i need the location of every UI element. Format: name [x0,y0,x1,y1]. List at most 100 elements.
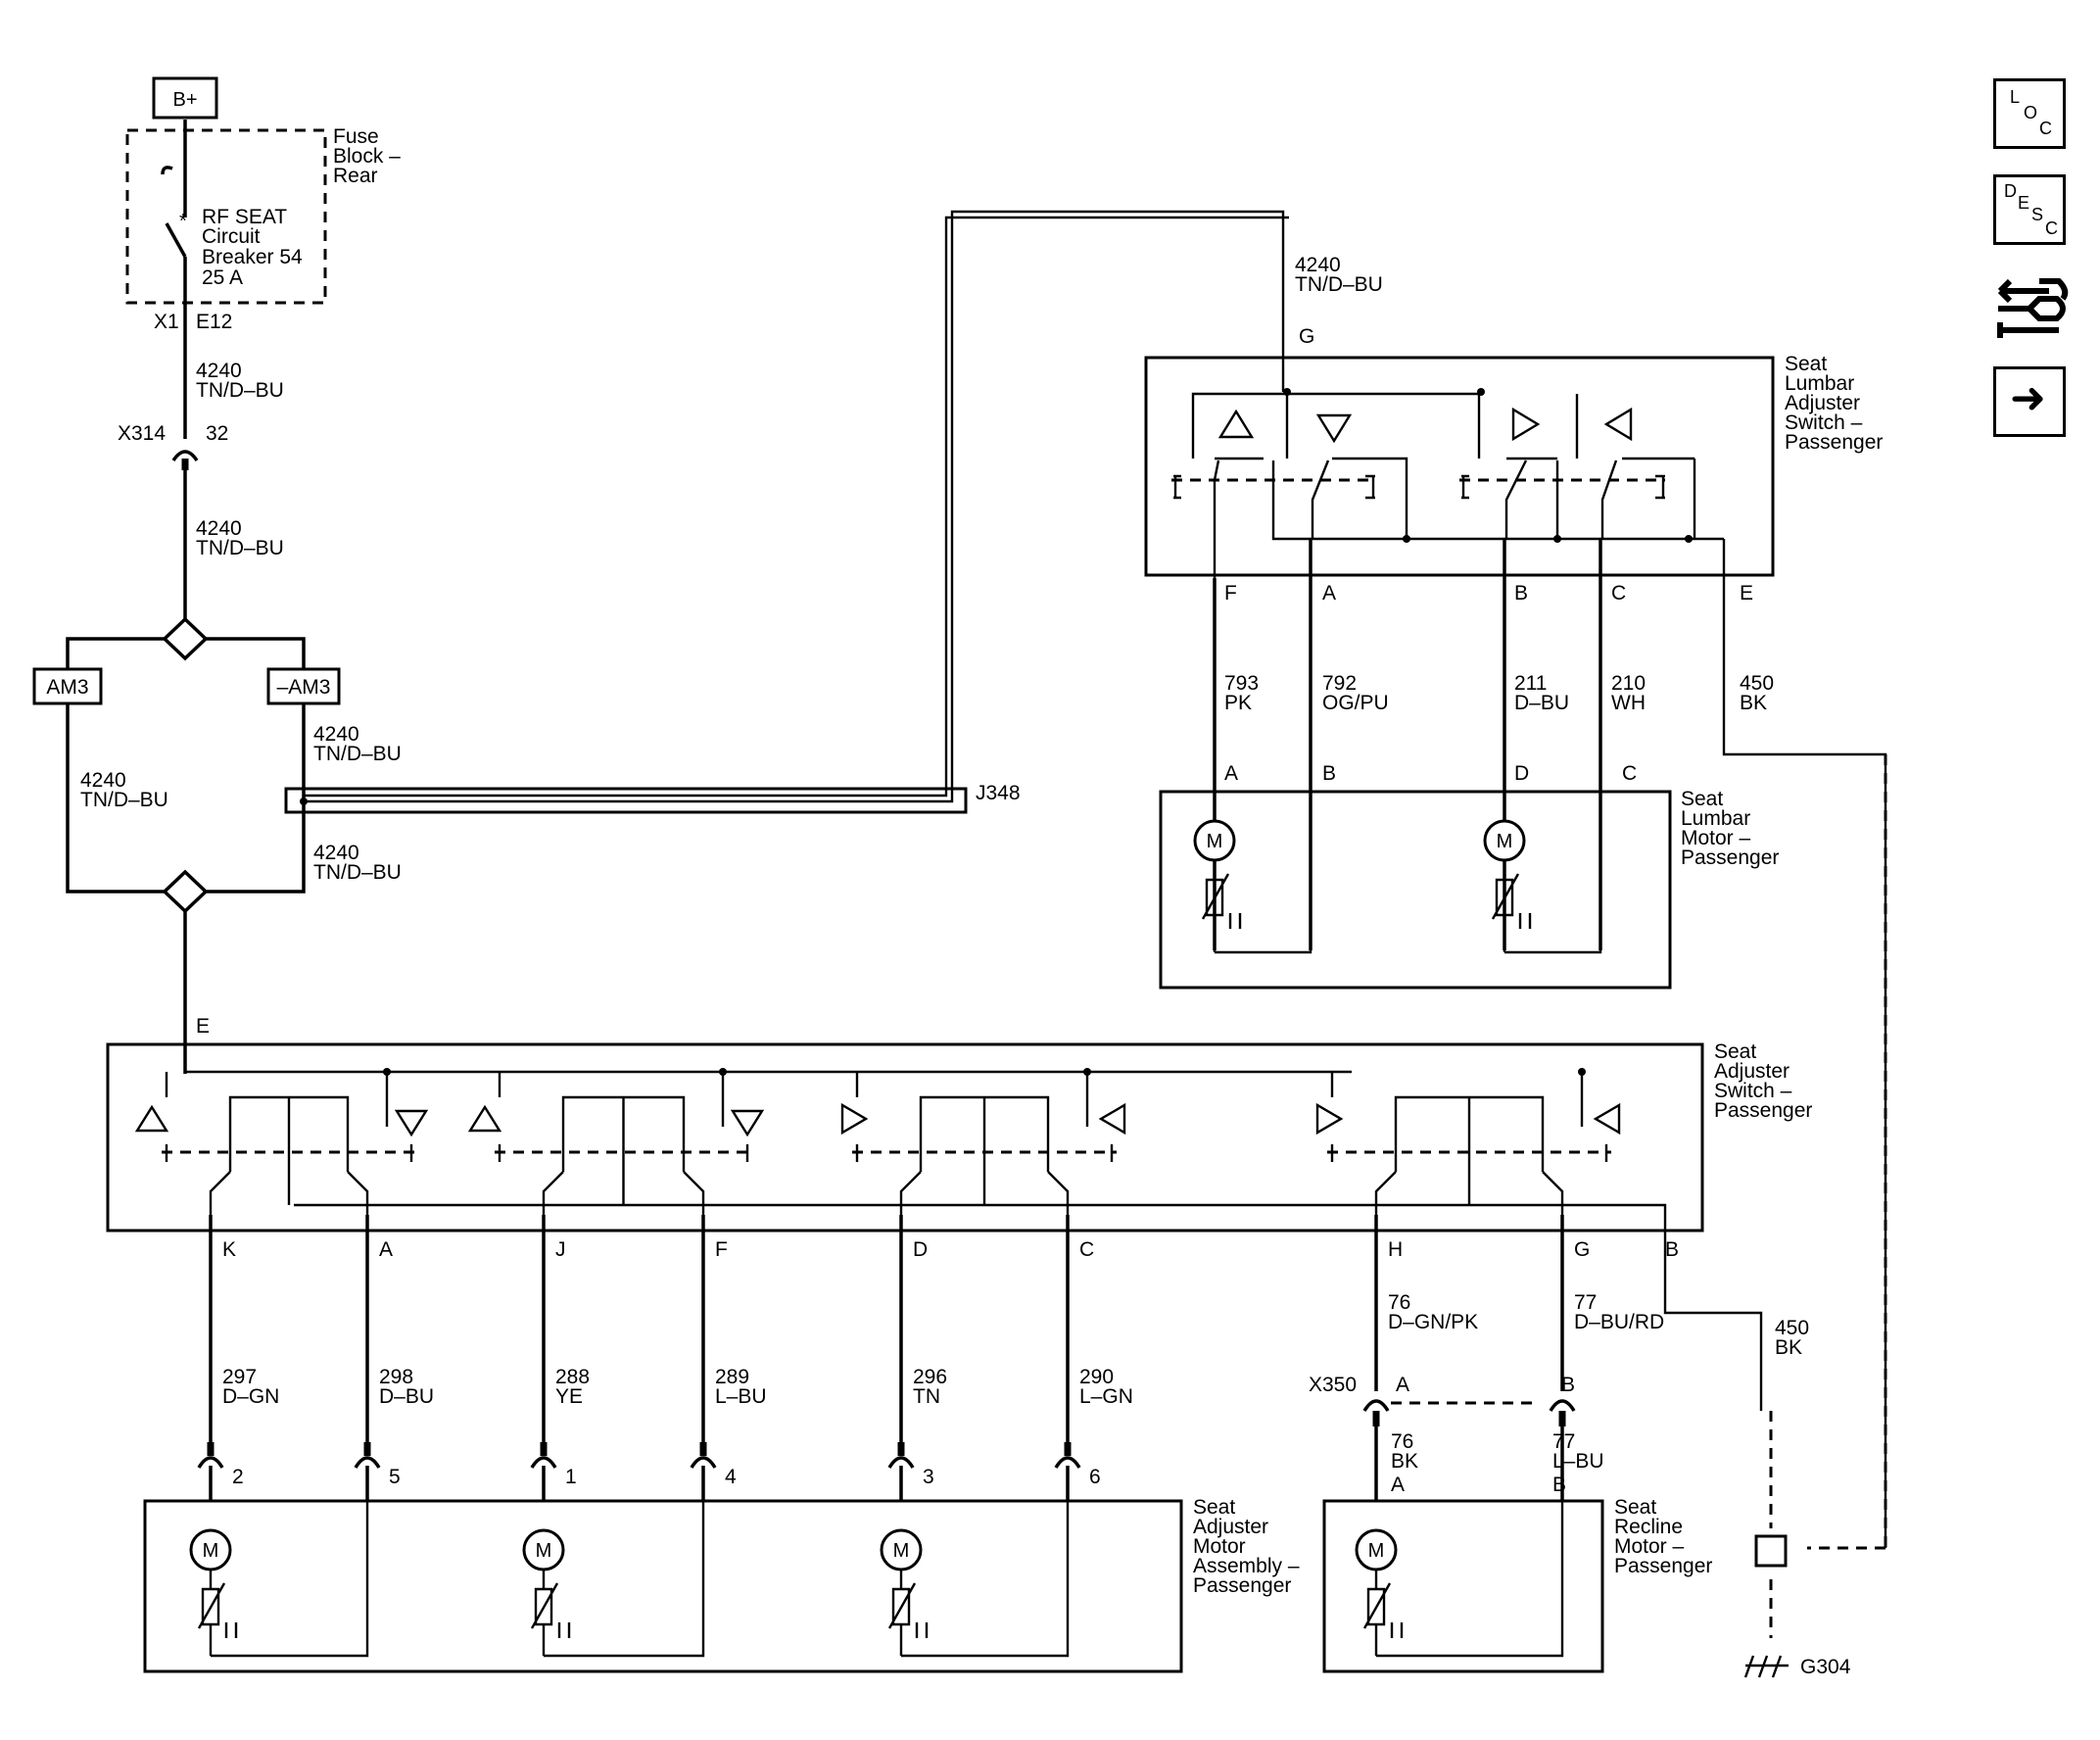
junction-j348-label: J348 [976,782,1021,804]
breaker-label-3: Breaker 54 [202,246,303,268]
connector-icon-2 [354,1456,381,1469]
seat-switch-forward-arrow-icon-4 [1315,1102,1344,1136]
bplus-box [152,76,218,120]
desc-letter-e: E [2018,193,2030,213]
location-icon[interactable]: L O C [1993,78,2066,149]
seat-motor-1: M [189,1491,369,1658]
connector-icon-6 [1054,1456,1081,1469]
wire-4240-col-1: TN/D–BU [196,379,284,402]
wire-450-col-1: BK [1740,692,1767,714]
motor-assembly-title-3: Motor [1193,1535,1246,1558]
lumbar-switch-title-4: Switch – [1785,411,1863,434]
recline-motor-title-2: Recline [1614,1516,1683,1538]
lumbar-pin-a: A [1322,582,1336,604]
motor-assembly-pin-1: 1 [565,1466,577,1488]
wire-210-col: WH [1611,692,1646,714]
bplus-label: B+ [172,89,197,111]
seat-motor-2: M [522,1491,705,1658]
wire-297-col: D–GN [222,1385,279,1408]
seat-switch-group-2 [467,1068,765,1215]
seat-switch-pin-b: B [1665,1238,1679,1261]
description-icon[interactable]: D E S C [1993,174,2066,245]
motor-assembly-pin-6: 6 [1089,1466,1101,1488]
fuse-block-label-3: Rear [333,165,378,187]
desc-letter-s: S [2031,205,2044,224]
recline-pin-a: A [1391,1474,1405,1496]
seat-switch-title-2: Adjuster [1714,1060,1790,1083]
motor-assembly-pin-5: 5 [389,1466,401,1488]
wire-450-num-2: 450 [1775,1317,1809,1339]
recline-motor-thermistor-icon [1362,1570,1392,1656]
breaker-switch-icon [165,222,187,258]
connector-icon-5 [887,1456,915,1469]
lumbar-motor-2: M [1483,782,1602,954]
connector-x314: X314 [118,422,166,445]
lumbar-down-arrow-icon [1315,413,1353,444]
am3-left-label: AM3 [46,676,88,699]
seat-motor-1-label: M [203,1540,219,1562]
loc-letter-l: L [2010,87,2021,107]
wire-210-num: 210 [1611,672,1646,695]
seat-switch-title-3: Switch – [1714,1080,1792,1102]
seat-switch-up-arrow-icon-1 [134,1104,169,1133]
recline-motor-title-4: Passenger [1614,1555,1712,1577]
fuse-block-label-1: Fuse [333,125,379,148]
lumbar-motor-title-3: Motor – [1681,827,1751,849]
lumbar-switch-title-2: Lumbar [1785,372,1854,395]
seat-motor-1-arrows-icon [224,1622,238,1638]
junction-j348 [284,787,968,814]
wire-77-col-1: D–BU/RD [1574,1311,1664,1333]
wire-4240-num-2: 4240 [196,517,242,540]
lumbar-motor-pin-c: C [1622,762,1637,785]
lumbar-motor-title-2: Lumbar [1681,807,1750,830]
wire-4240-num-3: 4240 [80,769,126,792]
lumbar-switch-title-1: Seat [1785,353,1827,375]
seat-motor-assembly-box [143,1499,1183,1673]
am3-right-label: –AM3 [277,676,331,699]
wire-450-num-1: 450 [1740,672,1774,695]
recline-motor-title-3: Motor – [1614,1535,1685,1558]
seat-switch-title-1: Seat [1714,1040,1756,1063]
wire-4240-col-4: TN/D–BU [313,743,402,765]
seat-switch-group-3 [840,1068,1126,1215]
wire-289-col: L–BU [715,1385,767,1408]
connector-end-view-icon[interactable] [1990,269,2073,348]
desc-letter-d: D [2004,181,2017,201]
wire-77-num-2: 77 [1552,1430,1575,1453]
seat-switch-down-arrow-icon-1 [394,1109,429,1137]
lumbar-motor-title-1: Seat [1681,788,1723,810]
ground-icon [1743,1655,1789,1678]
seat-switch-pin-a: A [379,1238,393,1261]
connector-x314-pin: 32 [206,422,228,445]
recline-motor-label: M [1368,1540,1385,1562]
lumbar-motor-2-arrows-icon [1518,913,1532,929]
seat-switch-pin-e: E [196,1015,210,1038]
motor-assembly-pin-3: 3 [923,1466,934,1488]
wire-4240-col-6: TN/D–BU [1295,273,1383,296]
lumbar-motor-1-arrows-icon [1228,913,1242,929]
seat-switch-pin-c: C [1079,1238,1094,1261]
seat-switch-forward-arrow-icon-3 [840,1102,869,1136]
lumbar-forward-arrow-icon [1511,407,1541,442]
ground-connector-icon [1754,1534,1788,1568]
seat-switch-up-arrow-icon-2 [467,1104,502,1133]
wire-77-col-2: L–BU [1552,1450,1604,1473]
wire-4240-col-2: TN/D–BU [196,537,284,559]
breaker-label-4: 25 A [202,266,243,289]
recline-motor-title-1: Seat [1614,1496,1656,1519]
wire-4240-col-3: TN/D–BU [80,789,168,811]
lumbar-motor-pin-b: B [1322,762,1336,785]
wire-4240-num-5: 4240 [313,842,359,864]
breaker-label-1: RF SEAT [202,206,287,228]
wire-296-num: 296 [913,1366,947,1388]
seat-motor-2-thermistor-icon [530,1570,559,1656]
next-page-arrow-button[interactable]: ➜ [1993,366,2066,437]
splice-diamond-top [162,616,209,661]
lumbar-motor-title-4: Passenger [1681,846,1779,869]
